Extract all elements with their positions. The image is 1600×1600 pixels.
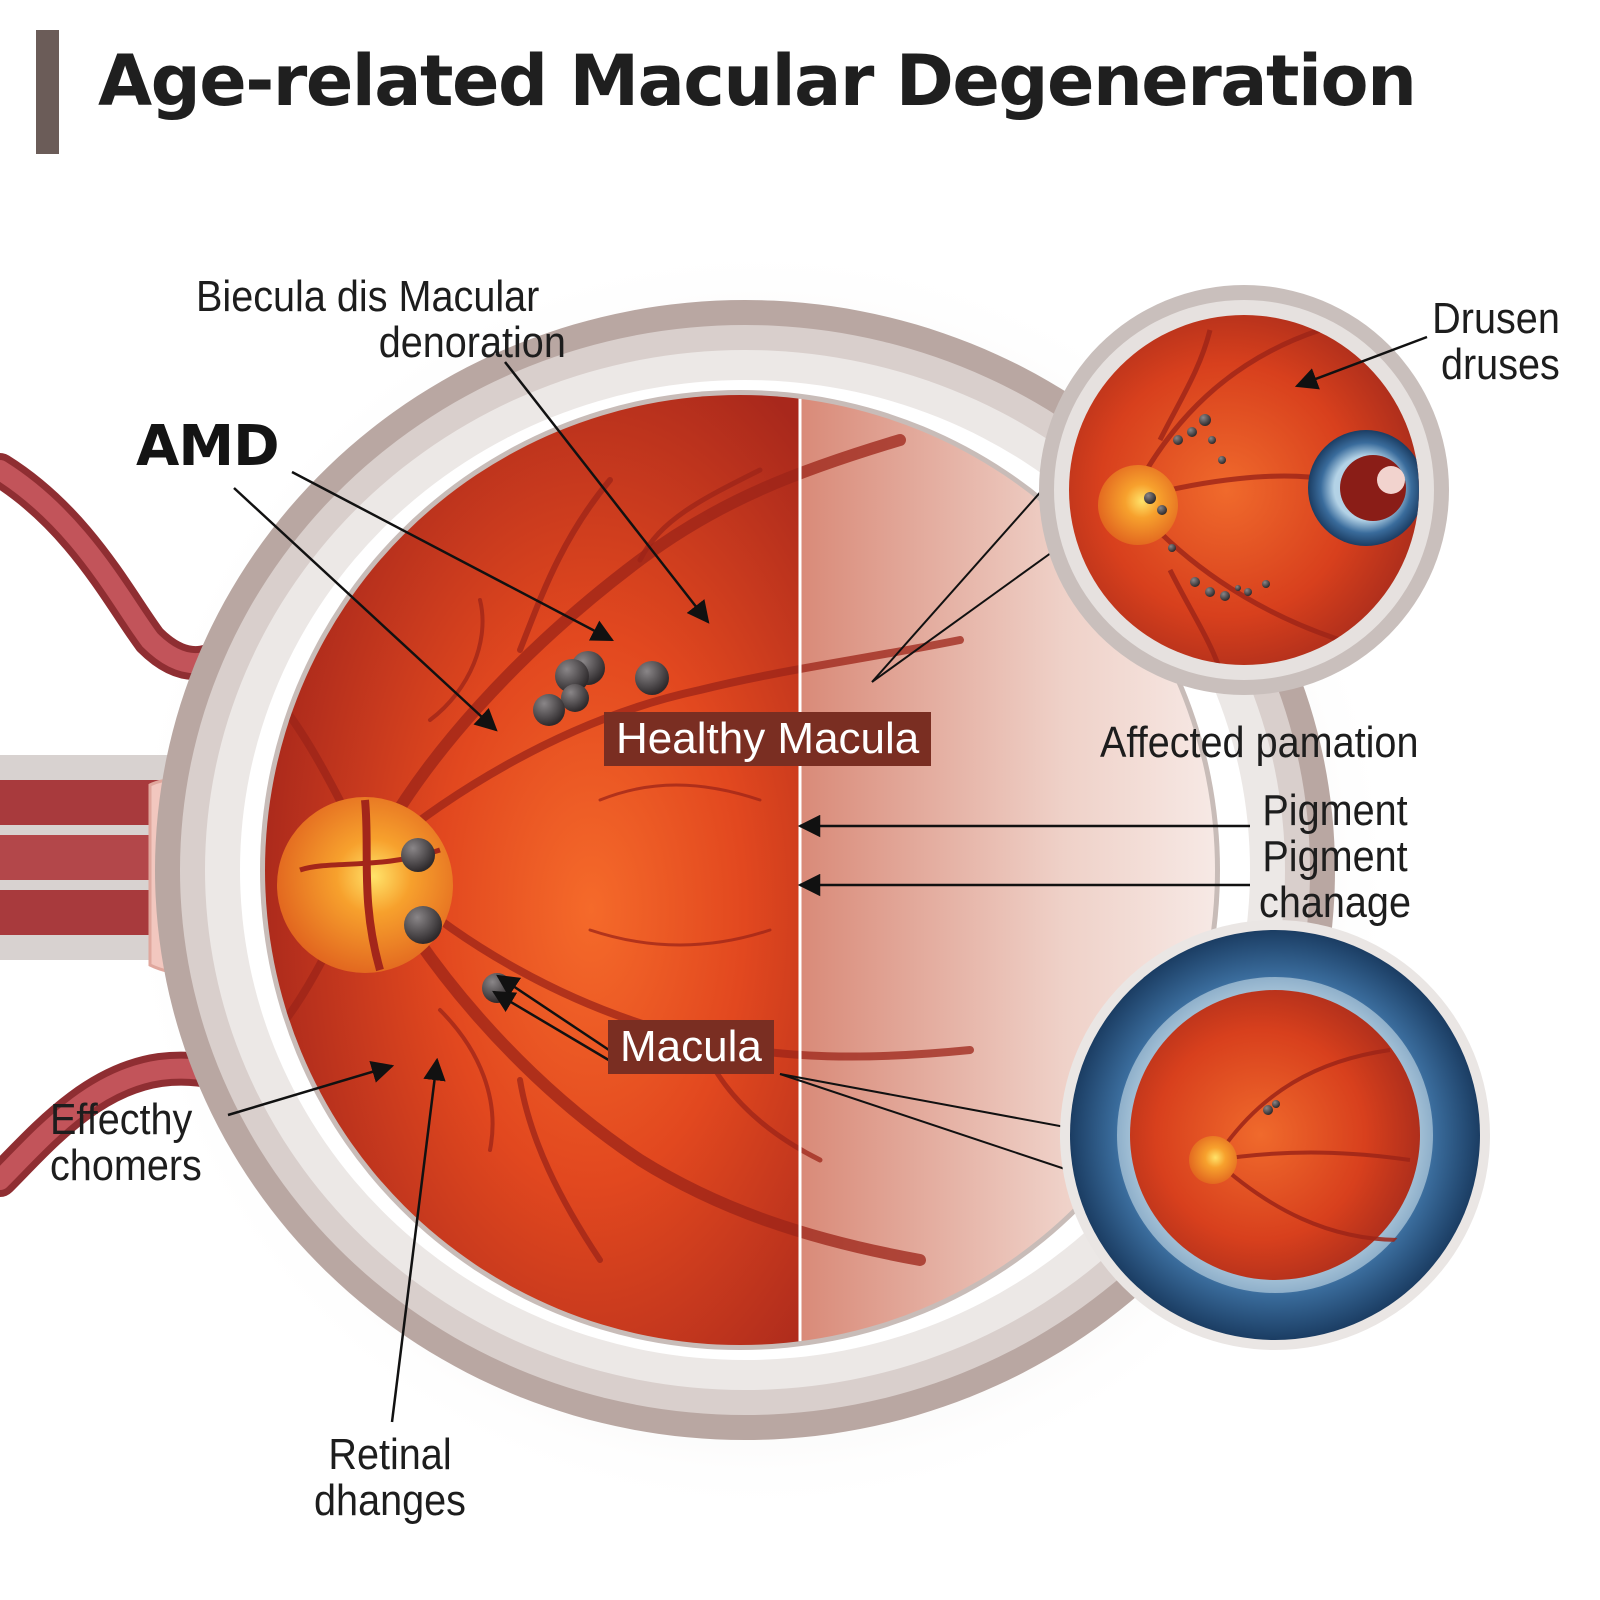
drusen-deposit-icon	[1272, 1100, 1280, 1108]
healthy-macula-tag: Healthy Macula	[604, 712, 932, 766]
macula-tag: Macula	[608, 1020, 774, 1074]
label-effecthy: Effecthy chomers	[50, 1095, 202, 1190]
title-accent-bar	[36, 30, 59, 154]
magnifier-connectors	[779, 469, 1093, 1179]
callout-arrows	[227, 335, 1428, 1423]
label-biecula: Biecula dis Macular denoration	[196, 272, 566, 367]
drusen-deposit-icon	[482, 651, 669, 1003]
drusen-deposit-icon	[1263, 1105, 1273, 1115]
label-retinal: Retinal dhanges	[314, 1430, 466, 1525]
iris-view	[1060, 920, 1490, 1350]
label-affected: Affected pamation	[1100, 718, 1419, 767]
label-drusen: Drusen druses	[1432, 294, 1560, 389]
optic-disc-icon	[1189, 1136, 1237, 1184]
optic-disc-icon	[277, 797, 453, 973]
page-title: Age-related Macular Degeneration	[98, 40, 1417, 122]
label-pigment: Pigment Pigment chanage	[1259, 786, 1411, 927]
amd-label: AMD	[136, 414, 280, 479]
affected-retina-view	[1039, 285, 1449, 695]
